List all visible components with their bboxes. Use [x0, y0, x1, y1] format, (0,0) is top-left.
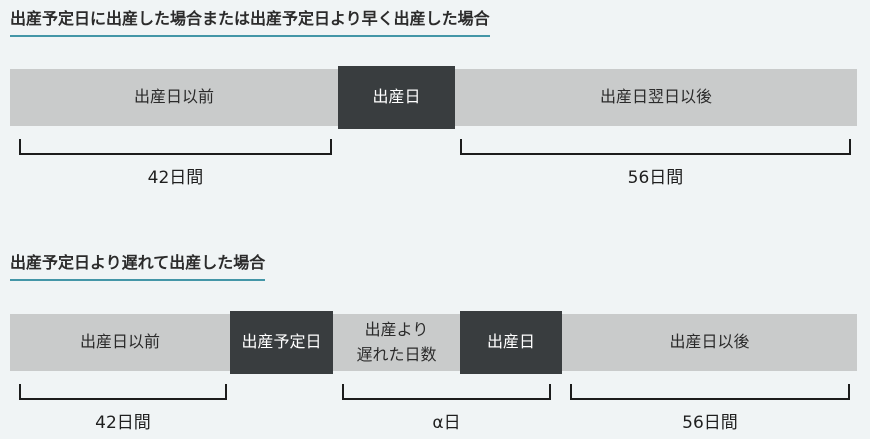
segment-after-birth-day: 出産日以後: [562, 314, 857, 371]
segment-before-birth-day: 出産日以前: [10, 314, 230, 371]
segment-birth-day: 出産日: [338, 66, 455, 129]
section1-bracket-56days: [460, 139, 851, 155]
section2-label-42days: 42日間: [95, 413, 151, 433]
segment-after-birth-day: 出産日翌日以後: [455, 69, 857, 126]
section2-timeline-bar: 出産日以前 出産予定日 出産より 遅れた日数 出産日 出産日以後: [10, 311, 857, 374]
section1-label-42days: 42日間: [147, 168, 204, 188]
section2-bracket-56days: [570, 384, 850, 400]
segment-delayed-days: 出産より 遅れた日数: [333, 314, 460, 371]
section2-bracket-alpha-days: [342, 384, 551, 400]
section1-timeline-bar: 出産日以前 出産日 出産日翌日以後: [10, 66, 857, 129]
section2-bracket-42days: [19, 384, 227, 400]
section2-label-alpha-days: α日: [432, 413, 461, 433]
section1-heading: 出産予定日に出産した場合または出産予定日より早く出産した場合: [10, 9, 490, 37]
section1-bracket-42days: [19, 139, 332, 155]
section1-label-56days: 56日間: [627, 168, 684, 188]
segment-birth-day: 出産日: [460, 311, 562, 374]
segment-expected-birth-day: 出産予定日: [230, 311, 333, 374]
segment-before-birth-day: 出産日以前: [10, 69, 338, 126]
section2-heading: 出産予定日より遅れて出産した場合: [10, 253, 266, 281]
section2-label-56days: 56日間: [682, 413, 738, 433]
